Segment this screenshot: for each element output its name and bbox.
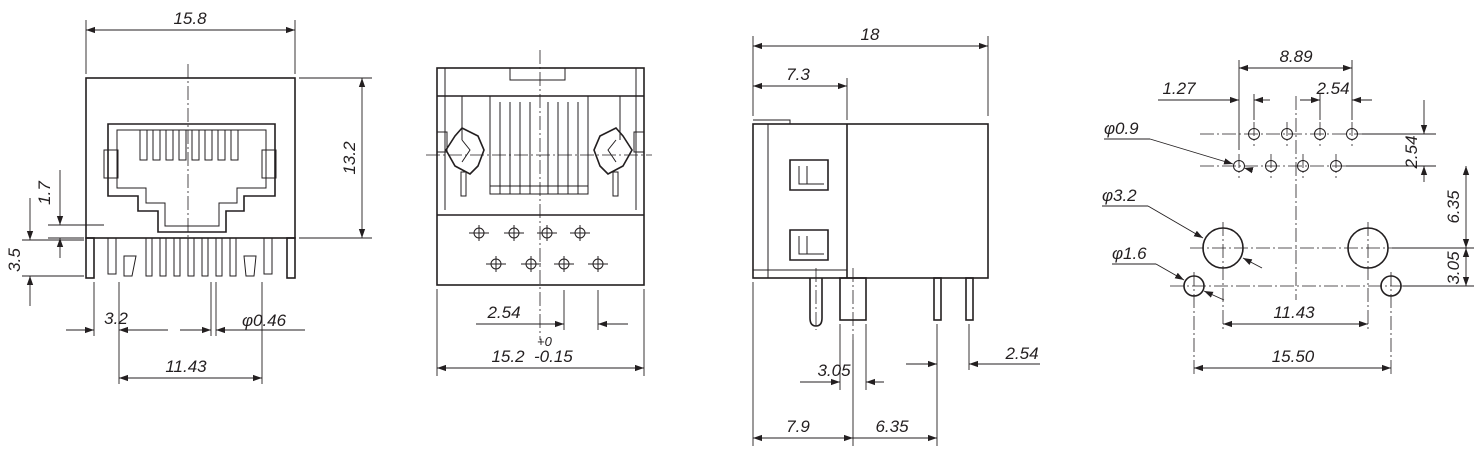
dim-side-front-depth: 7.3: [786, 65, 810, 84]
dim-fp-pitch: 2.54: [1315, 79, 1349, 98]
dim-side-post-width: 3.05: [817, 361, 851, 380]
dim-front-width: 15.8: [173, 9, 207, 28]
footprint-signal-holes: [1233, 122, 1358, 178]
dim-fp-mount-hole: 3.2: [1113, 186, 1137, 205]
dim-front-height: 13.2: [340, 141, 359, 175]
dim-side-pin-spacing: 2.54: [1004, 344, 1038, 363]
dim-fp-row-span: 8.89: [1279, 47, 1313, 66]
dim-tab-height: 1.7: [35, 181, 54, 205]
dim-fp-guide-hole: 1.6: [1123, 244, 1147, 263]
dim-fp-mount-span: 11.43: [1273, 303, 1315, 322]
rear-pin-holes: [469, 225, 608, 272]
rear-comb: [490, 102, 588, 194]
dim-side-pin-offset: 6.35: [875, 417, 909, 436]
dim-fp-row-spacing: 2.54: [1402, 135, 1421, 169]
dim-fp-row-to-mount: 6.35: [1444, 190, 1463, 224]
dim-pin-span: 11.43: [165, 357, 207, 376]
pcb-footprint: 8.89 1.27 2.54 φ 0.9 φ 3.2 φ 1.6 2.54: [1102, 47, 1474, 376]
front-pins: [85, 237, 296, 279]
dim-fp-signal-hole-symbol: φ: [1104, 119, 1115, 138]
contact-slots: [139, 129, 239, 161]
dim-fp-signal-hole: 0.9: [1115, 119, 1139, 138]
dim-pin-diameter: 0.46: [253, 311, 287, 330]
dim-pin-length: 3.5: [5, 248, 24, 272]
dim-pin-diameter-symbol: φ: [242, 311, 253, 330]
dim-side-post-offset: 7.9: [786, 417, 810, 436]
dim-rear-tol-plus: +0: [537, 334, 553, 349]
dim-rear-tol-minus: -0.15: [534, 347, 573, 366]
dim-pin-offset: 3.2: [104, 309, 128, 328]
dim-fp-guide-hole-symbol: φ: [1112, 244, 1123, 263]
dim-fp-mount-to-guide: 3.05: [1444, 251, 1463, 285]
dim-fp-stagger: 1.27: [1162, 79, 1196, 98]
dim-fp-mount-hole-symbol: φ: [1102, 186, 1113, 205]
dim-rear-width: 15.2: [491, 347, 525, 366]
front-view: 15.8 13.2 1.7 3.5 3.2 φ 0.46 11.43: [5, 9, 372, 384]
dim-rear-pitch: 2.54: [486, 303, 520, 322]
rear-view: 2.54 15.2 +0 -0.15: [426, 50, 652, 376]
side-view: 18 7.3 3.05 2.54 7.9 6.35: [752, 25, 1040, 446]
dim-fp-guide-span: 15.50: [1272, 347, 1315, 366]
dim-side-depth: 18: [861, 25, 880, 44]
